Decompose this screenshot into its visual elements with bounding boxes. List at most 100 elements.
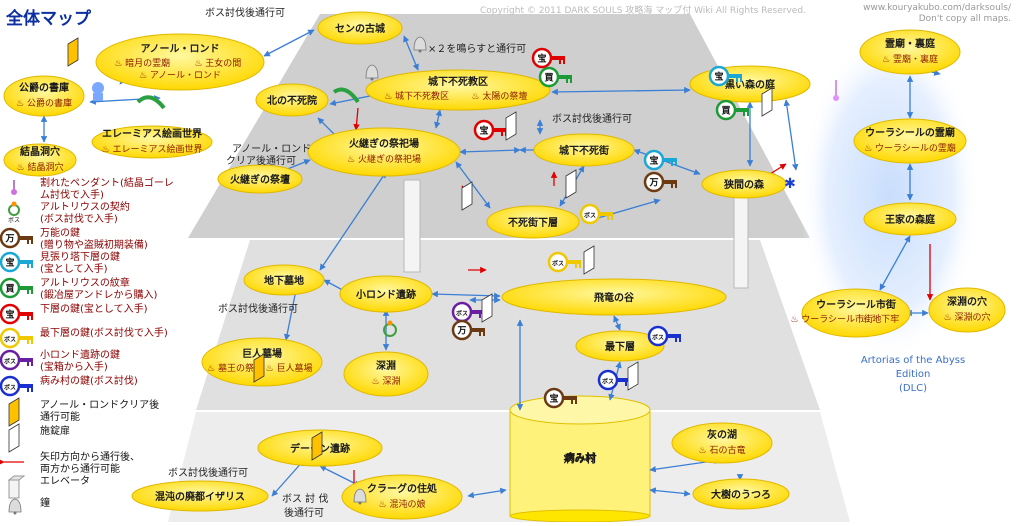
legend-line: アルトリウスの契約 [40,202,130,213]
legend-item-watchtower: 見張り塔下層の鍵(宝として入手) [40,252,120,276]
note-boss-tomb: ボス討伐後通行可 [218,304,298,315]
legend-line: アルトリウスの紋章 [40,278,130,289]
area-ellipse [671,422,773,464]
area-izalith[interactable]: 混沌の廃都イザリス [131,480,269,512]
area-ashlake[interactable]: 灰の湖♨ 石の古竜 [671,422,773,464]
area-firelink[interactable]: 火継ぎの祭祀場♨ 火継ぎの祭祀場 [307,127,461,177]
artorias-crest-icon: 買 [715,99,749,121]
locked-door-icon [583,245,595,275]
area-ellipse [3,143,77,177]
area-painted[interactable]: エレーミアス絵画世界♨ エレーミアス絵画世界 [91,125,213,159]
area-chasm[interactable]: 深淵の穴♨ 深淵の穴 [928,287,1006,333]
area-sub: ♨ 結晶洞穴 [17,161,64,173]
master-key-icon: 万 [451,319,485,341]
area-darkroot[interactable]: 黒い森の庭 [689,65,811,103]
legend-item-lowestkey: 最下層の鍵(ボス討伐で入手) [40,328,168,340]
legend-lowestkey-icon: ボス [0,327,33,349]
legend-item-arrow: 矢印方向から通行後、両方から通行可能 [40,452,140,476]
anor-door-icon [311,431,323,461]
area-name: センの古城 [335,22,385,35]
area-name: 混沌の廃都イザリス [155,490,245,503]
svg-text:ボス: ボス [4,384,16,392]
area-sub: ♨ 太陽の祭壇 [471,90,527,102]
area-ellipse [928,287,1006,333]
area-kiln[interactable]: 火継ぎの祭壇 [217,164,303,194]
area-name: 巨人墓場 [242,347,282,360]
legend-newlondokey-icon: ボス [0,349,33,371]
legend-line: 両方から通行可能 [40,464,120,475]
legend-blightkey-icon: ボス [0,375,33,397]
area-depths[interactable]: 最下層 [575,330,665,362]
area-burg[interactable]: 城下不死教区♨ 城下不死教区♨ 太陽の祭壇 [365,69,551,111]
anor-door-icon [253,353,265,383]
area-name: 霊廟・裏庭 [885,37,936,50]
area-catacombs[interactable]: 地下墓地 [243,264,325,296]
area-name: 北の不死院 [267,94,317,107]
area-lowerburg[interactable]: 不死街下層 [486,205,580,239]
blight-key-icon: ボス [597,369,631,391]
area-sen[interactable]: センの古城 [317,11,403,45]
dlc-title: Artorias of the Abyss Edition [860,355,966,380]
area-sub: ♨ 火継ぎの祭祀場 [347,153,421,165]
area-ellipse [533,133,635,167]
elevator-icon [7,475,26,499]
area-abyss[interactable]: 深淵♨ 深淵 [343,351,429,397]
area-undeadburg[interactable]: 城下不死街 [533,133,635,167]
area-valley[interactable]: 飛竜の谷 [501,278,727,316]
dragon-sprite [136,87,360,110]
area-ellipse [853,118,967,164]
area-hollow[interactable]: 大樹のうつろ [692,478,790,510]
area-archives[interactable]: 公爵の書庫♨ 公爵の書庫 [3,75,85,117]
locked-door-icon [627,361,639,391]
area-name: エレーミアス絵画世界 [102,127,202,140]
legend-item-anordoor: アノール・ロンドクリア後通行可能 [40,400,159,424]
bell-icon [8,498,22,515]
area-crystal[interactable]: 結晶洞穴♨ 結晶洞穴 [3,143,77,177]
legend-line: 最下層の鍵(ボス討伐で入手) [40,328,168,339]
area-sub: ♨ ウーラシールの霊廟 [864,142,956,154]
elevator-shaft-basin [733,195,749,289]
map-link [649,487,691,497]
area-ellipse [701,169,787,199]
lowest-key-icon: ボス [579,203,613,225]
svg-text:宝: 宝 [649,155,658,167]
svg-text:宝: 宝 [714,71,723,83]
svg-text:宝: 宝 [479,125,488,137]
area-name: 深淵の穴 [947,295,987,308]
locked-door-icon [565,169,577,199]
svg-text:ボス: ボス [602,378,614,386]
area-quelaag[interactable]: クラーグの住処♨ 混沌の娘 [341,474,463,520]
blight-key-icon: ボス [647,325,681,347]
legend-line: ム討伐で入手) [40,190,104,201]
area-asylum[interactable]: 北の不死院 [255,83,329,117]
legend-item-pendant: 割れたペンダント(結晶ゴーレム討伐で入手) [40,178,174,202]
map-link [263,29,315,57]
area-township[interactable]: ウーラシール市街♨ ウーラシール市街♨ 地下牢 [790,288,911,338]
area-ellipse [801,288,911,338]
area-basin[interactable]: 狭間の森 [701,169,787,199]
area-blight[interactable]: 病み村 [565,451,595,464]
area-anor[interactable]: アノール・ロンド♨ 暗月の霊廟♨ 王女の間♨ アノール・ロンド [95,33,265,91]
area-name: 公爵の書庫 [19,81,69,94]
legend-item-depthskey: 下層の鍵(宝として入手) [40,304,148,316]
area-ellipse [131,480,269,512]
area-name: 小ロンド遺跡 [355,288,416,301]
elevator-shaft-firelink [403,179,421,273]
area-name: クラーグの住処 [367,482,438,495]
legend-item-masterkey: 万能の鍵(贈り物や盗賊初期装備) [40,228,148,252]
legend-masterkey-icon: 万 [0,227,33,249]
area-newlondo[interactable]: 小ロンド遺跡 [339,275,433,313]
area-sanctuary[interactable]: 霊廟・裏庭♨ 霊廟・裏庭 [859,29,961,75]
area-royalwood[interactable]: 王家の森庭 [863,202,957,236]
svg-text:買: 買 [5,284,14,295]
area-name: 深淵 [376,359,396,372]
legend-locked-door-icon [8,423,20,453]
area-name: 灰の湖 [707,428,737,441]
svg-text:ボス: ボス [456,310,468,318]
note-anor-clear-1: アノール・ロンド [232,144,312,155]
svg-text:宝: 宝 [537,53,546,65]
area-oolsanc[interactable]: ウーラシールの霊廟♨ ウーラシールの霊廟 [853,118,967,164]
area-name: 最下層 [605,341,635,353]
